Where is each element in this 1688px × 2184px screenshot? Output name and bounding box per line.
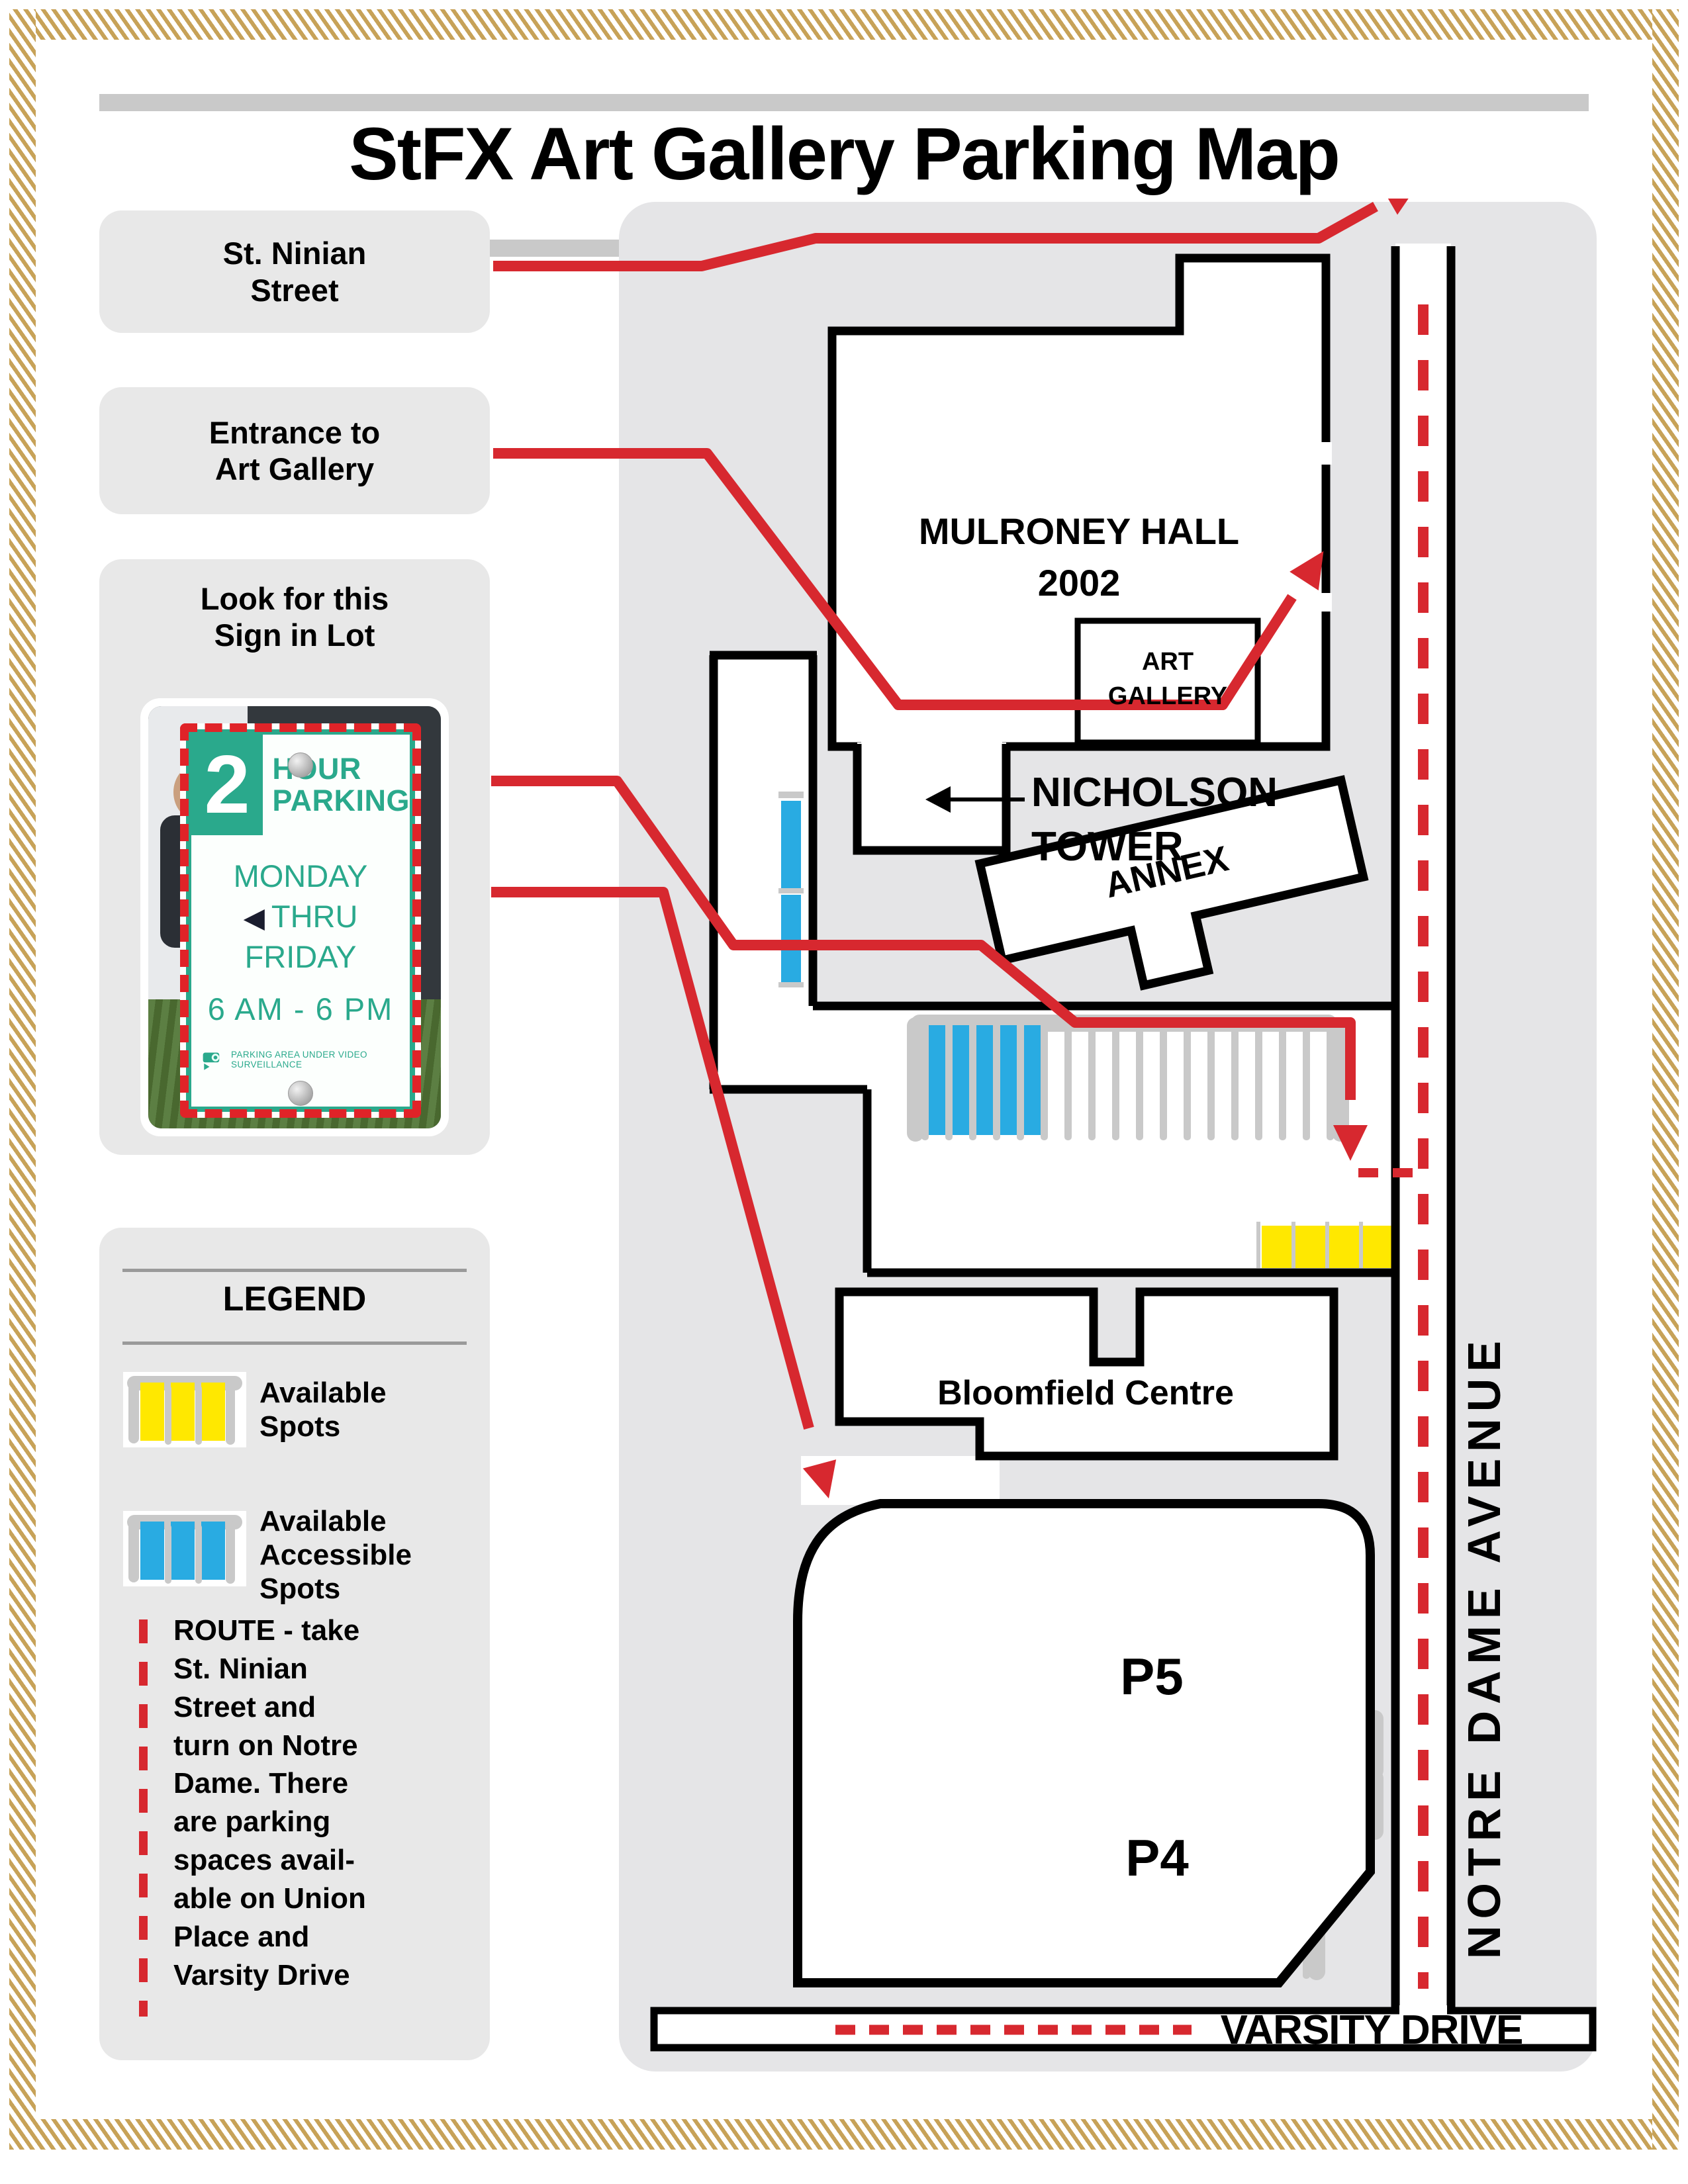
bloomfield-label: Bloomfield Centre xyxy=(937,1374,1234,1412)
sign-photo-background: 2 HOUR PARKING MONDAY ◀THRU FRIDAY 6 AM … xyxy=(148,706,441,1128)
notre-dame-label: NOTRE DAME AVENUE xyxy=(1458,1334,1510,1959)
arrowhead-sign-upper xyxy=(1333,1125,1368,1161)
campus-map: ANNEX MULRONEY HALL 2002 ART GALLERY NIC… xyxy=(491,199,1597,2071)
art-gallery-label-1: ART xyxy=(1142,648,1194,676)
parking-row-row-notredame-yellow xyxy=(1256,1222,1398,1268)
parking-row-row-upper-accessible xyxy=(907,1015,1349,1142)
sign-hour-parking: HOUR PARKING xyxy=(272,752,410,817)
legend-swatch-accessible xyxy=(123,1511,246,1586)
callout-entrance-art-gallery: Entrance to Art Gallery xyxy=(99,387,490,514)
legend-title: LEGEND xyxy=(222,1280,367,1318)
st-ninian-street-label: St. Ninian Street xyxy=(222,236,367,308)
nicholson-arrow-head xyxy=(925,786,951,813)
sign-2-numeral: 2 xyxy=(191,735,263,835)
route-entrance xyxy=(493,448,1297,710)
legend-panel: LEGEND Available Spots Available Accessi… xyxy=(99,1228,490,2060)
road-junction xyxy=(1399,2005,1447,2044)
parking-sign-photo: 2 HOUR PARKING MONDAY ◀THRU FRIDAY 6 AM … xyxy=(140,698,449,1136)
title-rule-top xyxy=(99,94,1589,111)
legend-label-available: Available Spots xyxy=(259,1377,387,1443)
sign-surveillance-text: PARKING AREA UNDER VIDEO SURVEILLANCE xyxy=(231,1050,367,1069)
legend-rule-bottom xyxy=(122,1342,467,1345)
page-border-right xyxy=(1652,9,1679,2150)
route-lines xyxy=(491,202,1378,1430)
arrowhead-sign-lower xyxy=(802,1459,837,1499)
legend-label-accessible: Available Accessible Spots xyxy=(259,1505,412,1606)
mulroney-door-gap-2 xyxy=(1321,593,1332,612)
page-border-bottom xyxy=(9,2119,1679,2150)
mulroney-label-1: MULRONEY HALL xyxy=(919,510,1239,552)
legend-rule-top xyxy=(122,1269,467,1272)
mulroney-label-2: 2002 xyxy=(1038,562,1121,604)
sign-thru: THRU xyxy=(271,899,358,934)
sign-surveillance-row: PARKING AREA UNDER VIDEO SURVEILLANCE xyxy=(202,1048,403,1072)
parking-sign-plate: 2 HOUR PARKING MONDAY ◀THRU FRIDAY 6 AM … xyxy=(180,723,421,1118)
entrance-label: Entrance to Art Gallery xyxy=(209,414,381,486)
route-sign-upper xyxy=(491,776,1356,1100)
bloomfield-centre-building xyxy=(835,1287,1338,1461)
sign-friday: FRIDAY xyxy=(244,939,357,974)
sign-highlight-dashed-border xyxy=(180,723,421,1118)
sign-bolt-top xyxy=(288,752,313,778)
art-gallery-building xyxy=(1074,617,1261,746)
left-arrow-icon: ◀ xyxy=(243,902,265,933)
sign-caption: Look for this Sign in Lot xyxy=(200,581,389,653)
camera-icon xyxy=(203,1052,220,1070)
page-title: StFX Art Gallery Parking Map xyxy=(349,113,1340,195)
nicholson-label-2: TOWER xyxy=(1031,824,1184,870)
sign-thru-row: ◀THRU xyxy=(191,898,410,934)
sign-monday: MONDAY xyxy=(233,858,368,893)
annex-building: ANNEX xyxy=(974,775,1369,991)
callout-sign-in-lot: Look for this Sign in Lot 2 HOUR PARKING… xyxy=(99,559,490,1155)
sign-hours: 6 AM - 6 PM xyxy=(207,991,394,1026)
page-border-left xyxy=(9,9,36,2150)
legend-swatch-available-graphic xyxy=(127,1376,242,1445)
page-border-top xyxy=(9,9,1679,40)
sign-bolt-bottom xyxy=(288,1081,313,1106)
nicholson-label-1: NICHOLSON xyxy=(1031,770,1278,815)
p4-label: P4 xyxy=(1125,1829,1188,1887)
varsity-label: VARSITY DRIVE xyxy=(1221,2007,1523,2053)
route-arrowheads xyxy=(802,199,1420,1499)
p5-label: P5 xyxy=(1120,1647,1183,1706)
route-note: ROUTE - take St. Ninian Street and turn … xyxy=(173,1614,366,1991)
walkway-area xyxy=(714,655,1395,1273)
parking-row-row-corridor-accessible xyxy=(778,792,804,987)
parking-sign-face: 2 HOUR PARKING MONDAY ◀THRU FRIDAY 6 AM … xyxy=(186,729,415,1112)
legend-swatch-accessible-graphic xyxy=(127,1515,242,1584)
route-dashed-line xyxy=(139,1619,148,2017)
p5-p4-parking-lot xyxy=(793,1499,1375,1987)
route-st-ninian xyxy=(493,202,1378,271)
mulroney-door-gap-1 xyxy=(1321,442,1332,465)
nicholson-tower-outline xyxy=(853,744,1011,855)
route-sign-lower xyxy=(491,887,814,1430)
callout-st-ninian-street: St. Ninian Street xyxy=(99,210,490,333)
arrowhead-entrance xyxy=(1289,551,1324,591)
legend-swatch-available xyxy=(123,1372,246,1447)
art-gallery-label-2: GALLERY xyxy=(1108,682,1227,710)
